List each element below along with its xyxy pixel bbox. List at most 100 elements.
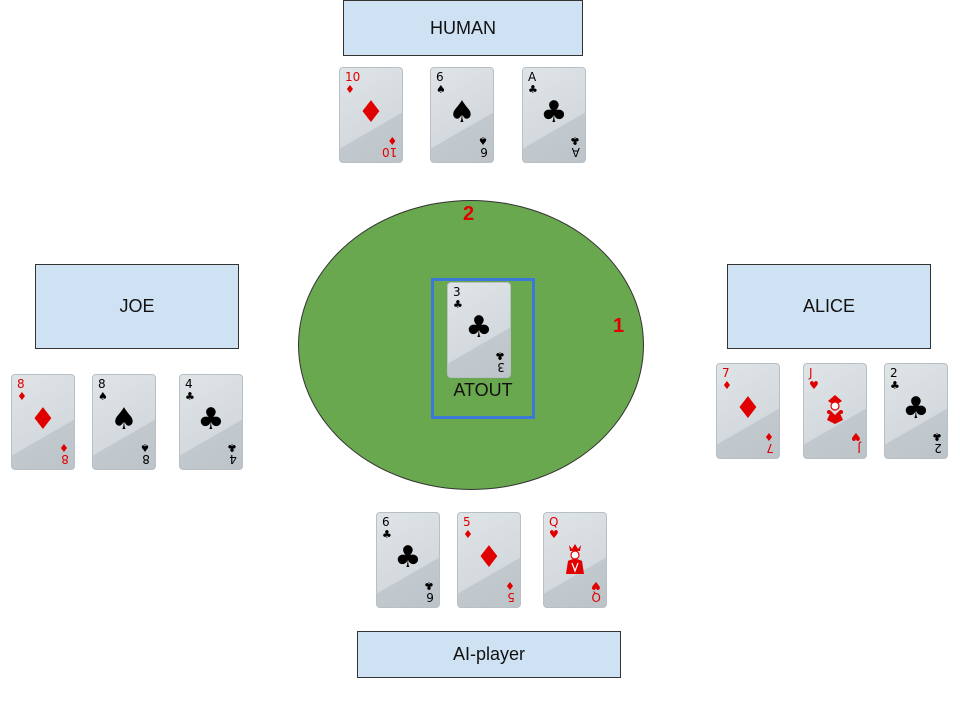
card-ai-2[interactable]: 5♦♦5♦ <box>457 512 521 608</box>
card-suit-icon: ♠ <box>98 390 108 403</box>
card-rank-inverted: 6 <box>426 590 434 604</box>
card-suit-icon: ♥ <box>809 379 819 392</box>
card-ai-3[interactable]: Q♥Q♥ <box>543 512 607 608</box>
card-center-suit-icon: ♣ <box>902 391 930 426</box>
card-suit-inverted-icon: ♠ <box>140 441 150 454</box>
card-suit-icon: ♥ <box>549 528 559 541</box>
card-suit-inverted-icon: ♦ <box>505 579 515 592</box>
card-joe-2[interactable]: 8♠♠8♠ <box>92 374 156 470</box>
card-corner-bottom: A♣ <box>570 134 580 159</box>
card-alice-1[interactable]: 7♦♦7♦ <box>716 363 780 459</box>
card-center-suit-icon: ♣ <box>540 95 568 130</box>
card-rank-inverted: 7 <box>766 441 774 455</box>
card-rank: 2 <box>890 366 898 380</box>
card-center-pip <box>804 392 866 434</box>
card-rank: 8 <box>98 377 106 391</box>
card-suit-inverted-icon: ♠ <box>478 134 488 147</box>
player-box-ai: AI-player <box>357 631 621 678</box>
card-rank: 7 <box>722 366 730 380</box>
card-rank: 6 <box>436 70 444 84</box>
table-marker-1: 1 <box>613 315 625 337</box>
card-center-pip <box>544 541 606 583</box>
card-alice-2[interactable]: J♥J♥ <box>803 363 867 459</box>
card-alice-3[interactable]: 2♣♣2♣ <box>884 363 948 459</box>
card-corner-bottom: 8♦ <box>59 441 69 466</box>
card-rank: 3 <box>453 285 461 299</box>
card-suit-inverted-icon: ♣ <box>932 430 942 443</box>
card-suit-inverted-icon: ♦ <box>59 441 69 454</box>
card-rank: 4 <box>185 377 193 391</box>
card-corner-bottom: 7♦ <box>764 430 774 455</box>
card-human-1[interactable]: 10♦♦10♦ <box>339 67 403 163</box>
atout-card[interactable]: 3♣♣3♣ <box>447 282 511 378</box>
card-center-pip: ♦ <box>458 541 520 575</box>
card-suit-icon: ♦ <box>17 390 27 403</box>
card-rank-inverted: 8 <box>61 452 69 466</box>
card-rank: A <box>528 70 537 84</box>
card-center-suit-icon: ♣ <box>197 402 225 437</box>
player-box-joe: JOE <box>35 264 239 349</box>
table-marker-2: 2 <box>463 203 475 225</box>
jack-face-icon <box>827 395 843 424</box>
card-suit-icon: ♦ <box>722 379 732 392</box>
card-rank-inverted: A <box>571 145 580 159</box>
card-corner-bottom: 6♣ <box>424 579 434 604</box>
card-suit-inverted-icon: ♣ <box>495 349 505 362</box>
card-suit-icon: ♣ <box>453 298 463 311</box>
player-name-alice: ALICE <box>802 296 856 316</box>
card-suit-icon: ♣ <box>382 528 392 541</box>
card-suit-inverted-icon: ♥ <box>591 579 601 592</box>
card-rank: 8 <box>17 377 25 391</box>
card-ai-1[interactable]: 6♣♣6♣ <box>376 512 440 608</box>
card-rank: 6 <box>382 515 390 529</box>
player-box-human: HUMAN <box>343 0 583 56</box>
card-center-pip: ♣ <box>377 541 439 575</box>
card-suit-icon: ♣ <box>185 390 195 403</box>
card-center-suit-icon: ♦ <box>29 402 57 437</box>
card-rank-inverted: 8 <box>142 452 150 466</box>
card-suit-icon: ♣ <box>528 83 538 96</box>
card-corner-bottom: 6♠ <box>478 134 488 159</box>
card-suit-inverted-icon: ♥ <box>851 430 861 443</box>
card-human-3[interactable]: A♣♣A♣ <box>522 67 586 163</box>
card-corner-bottom: 8♠ <box>140 441 150 466</box>
player-box-alice: ALICE <box>727 264 931 349</box>
card-rank: 10 <box>345 70 361 84</box>
card-center-suit-icon: ♦ <box>734 391 762 426</box>
card-corner-bottom: 10♦ <box>381 134 397 159</box>
card-center-suit-icon: ♠ <box>448 95 476 130</box>
card-corner-bottom: 4♣ <box>227 441 237 466</box>
card-rank-inverted: 10 <box>381 145 397 159</box>
card-center-pip: ♦ <box>717 392 779 426</box>
card-rank-inverted: 3 <box>497 360 505 374</box>
card-center-pip: ♣ <box>885 392 947 426</box>
card-human-2[interactable]: 6♠♠6♠ <box>430 67 494 163</box>
card-corner-bottom: 3♣ <box>495 349 505 374</box>
card-corner-bottom: 5♦ <box>505 579 515 604</box>
card-rank: J <box>809 366 813 380</box>
atout-frame <box>431 278 535 419</box>
card-suit-icon: ♦ <box>345 83 355 96</box>
card-rank: Q <box>549 515 559 529</box>
player-name-joe: JOE <box>119 296 155 316</box>
card-center-suit-icon: ♦ <box>475 540 503 575</box>
card-suit-inverted-icon: ♣ <box>570 134 580 147</box>
card-suit-inverted-icon: ♣ <box>227 441 237 454</box>
card-rank: 5 <box>463 515 471 529</box>
card-center-pip: ♠ <box>93 403 155 437</box>
card-corner-bottom: 2♣ <box>932 430 942 455</box>
card-center-suit-icon: ♦ <box>357 95 385 130</box>
card-center-suit-icon: ♣ <box>465 310 493 345</box>
card-center-suit-icon: ♣ <box>394 540 422 575</box>
card-center-pip: ♠ <box>431 96 493 130</box>
card-rank-inverted: 5 <box>507 590 515 604</box>
card-rank-inverted: 2 <box>934 441 942 455</box>
card-suit-inverted-icon: ♣ <box>424 579 434 592</box>
card-rank-inverted: Q <box>591 590 601 604</box>
card-rank-inverted: 4 <box>229 452 237 466</box>
card-rank-inverted: J <box>857 441 861 455</box>
card-joe-3[interactable]: 4♣♣4♣ <box>179 374 243 470</box>
card-corner-bottom: Q♥ <box>591 579 601 604</box>
card-center-pip: ♦ <box>340 96 402 130</box>
card-joe-1[interactable]: 8♦♦8♦ <box>11 374 75 470</box>
